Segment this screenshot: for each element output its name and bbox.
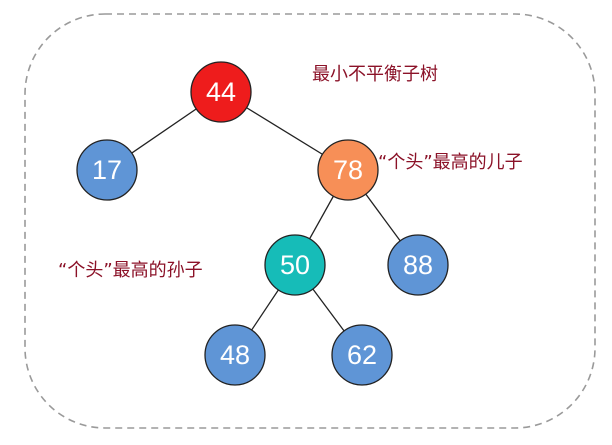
- annotation-tallest-child: “个头”最高的儿子: [378, 152, 523, 173]
- tree-nodes: 44 17 78 50 88 48 62: [76, 61, 449, 386]
- node-circle: [76, 139, 138, 201]
- tree-node-78: 78: [317, 139, 379, 201]
- dashed-frame: [24, 13, 596, 429]
- node-label: 48: [220, 340, 250, 370]
- node-circle: [264, 234, 326, 296]
- node-circle: [317, 139, 379, 201]
- tree-node-17: 17: [76, 139, 138, 201]
- node-circle: [331, 324, 393, 386]
- tree-node-44: 44: [190, 61, 252, 123]
- annotation-unbalanced-subtree: 最小不平衡子树: [312, 64, 438, 85]
- node-label: 62: [347, 340, 377, 370]
- node-circle: [204, 324, 266, 386]
- node-label: 17: [92, 155, 122, 185]
- node-label: 50: [280, 250, 310, 280]
- tree-node-62: 62: [331, 324, 393, 386]
- tree-node-50: 50: [264, 234, 326, 296]
- node-label: 88: [403, 250, 433, 280]
- annotation-tallest-grandchild: “个头”最高的孙子: [58, 260, 203, 281]
- tree-node-48: 48: [204, 324, 266, 386]
- node-label: 44: [206, 77, 236, 107]
- node-circle: [190, 61, 252, 123]
- tree-edges: [106, 91, 419, 356]
- node-label: 78: [333, 155, 363, 185]
- tree-node-88: 88: [387, 234, 449, 296]
- node-circle: [387, 234, 449, 296]
